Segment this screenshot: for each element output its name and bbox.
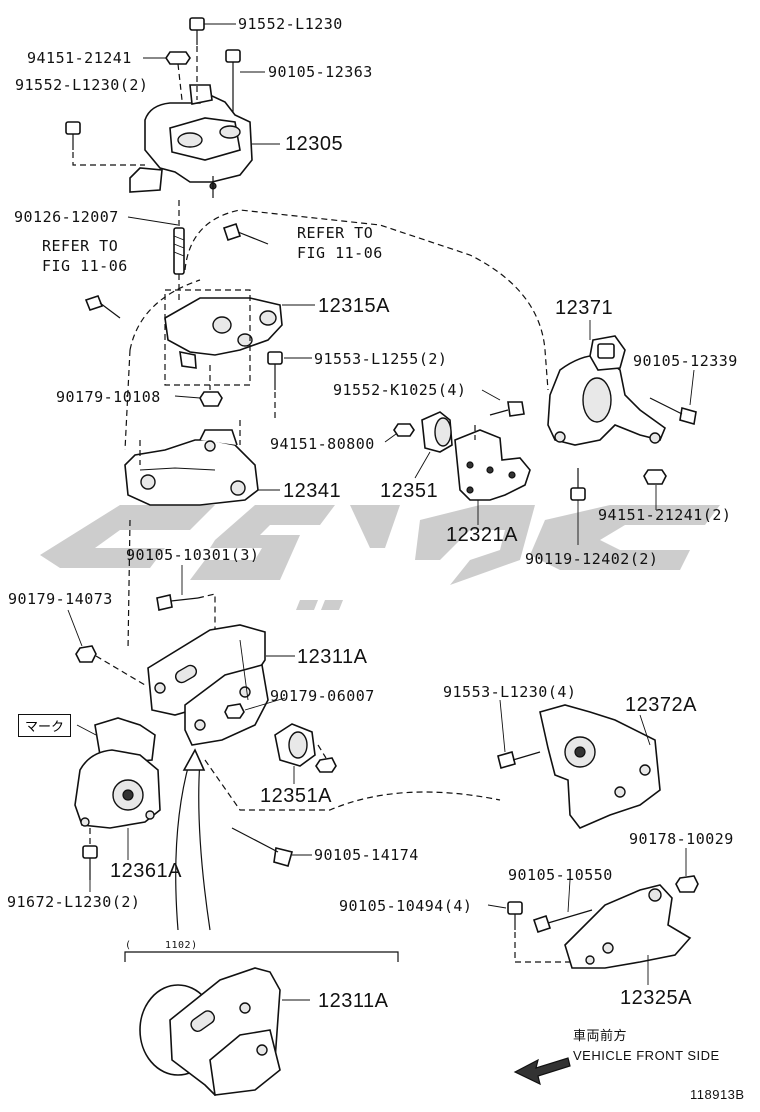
bolt-refer-left bbox=[84, 295, 121, 319]
label-94151-21241-top: 94151-21241 bbox=[27, 49, 132, 67]
label-90105-10494-4: 90105-10494(4) bbox=[339, 897, 473, 915]
label-90178-10029: 90178-10029 bbox=[629, 830, 734, 848]
label-91553-L1230-4: 91553-L1230(4) bbox=[443, 683, 577, 701]
label-90105-10301-3: 90105-10301(3) bbox=[126, 546, 260, 564]
part-12325A-drawing bbox=[564, 884, 692, 969]
bolt-90105-12339 bbox=[649, 397, 697, 426]
label-90105-14174: 90105-14174 bbox=[314, 846, 419, 864]
bolt-90105-14174 bbox=[231, 827, 293, 867]
label-91553-L1255-2: 91553-L1255(2) bbox=[314, 350, 448, 368]
label-refer-right-line1: REFER TO bbox=[297, 224, 374, 242]
label-91552-L1230-2: 91552-L1230(2) bbox=[15, 76, 149, 94]
label-90179-14073: 90179-14073 bbox=[8, 590, 113, 608]
part-12351A-drawing bbox=[274, 723, 316, 767]
label-90126-12007: 90126-12007 bbox=[14, 208, 119, 226]
part-12361A-drawing bbox=[74, 717, 161, 829]
bolt-91672-L1230 bbox=[82, 845, 98, 880]
nut-90179-06007 bbox=[224, 703, 245, 719]
bolt-90105-10550 bbox=[532, 909, 593, 934]
label-90179-10108: 90179-10108 bbox=[56, 388, 161, 406]
part-12341-drawing bbox=[124, 429, 259, 506]
label-refer-left-line1: REFER TO bbox=[42, 237, 119, 255]
nut-94151-80800 bbox=[393, 423, 415, 437]
label-90119-12402-2: 90119-12402(2) bbox=[525, 550, 659, 568]
label-91552-L1230: 91552-L1230 bbox=[238, 15, 343, 33]
bolt-90105-12363 bbox=[225, 49, 241, 112]
bolt-91553-L1230 bbox=[497, 751, 541, 769]
label-front-jp: 車両前方 bbox=[573, 1029, 628, 1044]
label-12371: 12371 bbox=[555, 297, 614, 319]
part-12305-drawing bbox=[129, 84, 253, 198]
label-12315A: 12315A bbox=[318, 295, 390, 317]
nut-12351A bbox=[315, 757, 337, 773]
front-arrow-icon bbox=[513, 1057, 571, 1086]
part-12315A-drawing bbox=[164, 297, 283, 369]
label-mark-box: マーク bbox=[18, 714, 72, 737]
nut-94151-21241-top bbox=[165, 51, 191, 65]
label-91552-K1025-4: 91552-K1025(4) bbox=[333, 381, 467, 399]
bolt-90105-10494 bbox=[507, 901, 523, 930]
watermark-logo bbox=[40, 505, 720, 610]
part-12311A-drawing bbox=[147, 624, 269, 746]
label-94151-80800: 94151-80800 bbox=[270, 435, 375, 453]
nut-90178-10029 bbox=[675, 875, 699, 893]
label-90179-06007: 90179-06007 bbox=[270, 687, 375, 705]
label-12351: 12351 bbox=[380, 480, 439, 502]
label-inset-code: 1102) bbox=[165, 940, 198, 951]
bolt-refer-right bbox=[222, 222, 269, 245]
label-12351A: 12351A bbox=[260, 785, 332, 807]
label-90105-12339: 90105-12339 bbox=[633, 352, 738, 370]
label-12341: 12341 bbox=[283, 480, 342, 502]
label-refer-left-line2: FIG 11-06 bbox=[42, 257, 128, 275]
part-12321A-drawing bbox=[454, 429, 531, 501]
nut-90179-14073 bbox=[75, 645, 97, 663]
part-12372A-drawing bbox=[539, 704, 661, 829]
stud-90126-12007 bbox=[173, 227, 185, 275]
bolt-90105-10301 bbox=[156, 594, 199, 611]
label-91672-L1230-2: 91672-L1230(2) bbox=[7, 893, 141, 911]
label-90105-12363: 90105-12363 bbox=[268, 63, 373, 81]
label-front-en: VEHICLE FRONT SIDE bbox=[573, 1048, 720, 1063]
label-refer-right-line2: FIG 11-06 bbox=[297, 244, 383, 262]
diagram-id: 118913B bbox=[690, 1087, 745, 1102]
part-12371-drawing bbox=[547, 335, 666, 446]
label-12311A-inset: 12311A bbox=[318, 990, 389, 1012]
bolt-91553-L1255 bbox=[267, 351, 283, 390]
nut-90179-10108 bbox=[199, 391, 223, 407]
label-12372A: 12372A bbox=[625, 694, 697, 716]
label-90105-10550: 90105-10550 bbox=[508, 866, 613, 884]
bolt-91552-L1230-2 bbox=[65, 121, 81, 150]
part-12351-drawing bbox=[421, 411, 453, 453]
label-12311A: 12311A bbox=[297, 646, 368, 668]
label-inset-paren: ( bbox=[125, 940, 132, 951]
nut-94151-21241-right bbox=[643, 469, 667, 485]
label-12321A: 12321A bbox=[446, 524, 518, 546]
bolt-91552-L1230-top bbox=[189, 17, 205, 45]
label-12325A: 12325A bbox=[620, 987, 692, 1009]
label-94151-21241-2: 94151-21241(2) bbox=[598, 506, 732, 524]
bolt-91552-K1025 bbox=[489, 401, 525, 417]
bolt-90119-12402 bbox=[570, 468, 586, 501]
part-12311A-inset-drawing bbox=[139, 967, 281, 1096]
label-12305: 12305 bbox=[285, 133, 344, 155]
label-12361A: 12361A bbox=[110, 860, 182, 882]
